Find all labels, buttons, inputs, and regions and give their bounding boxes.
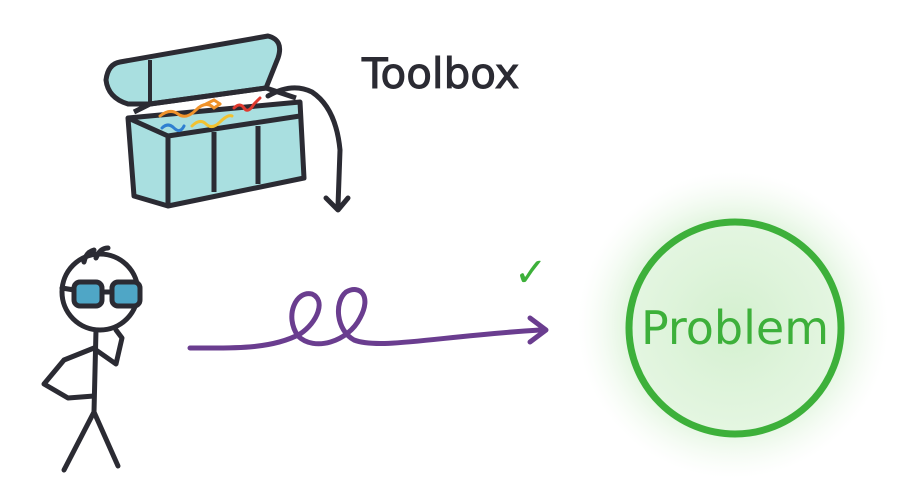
solution-path-arrow (187, 287, 549, 351)
tools-icon (158, 96, 262, 133)
stick-figure-icon (41, 245, 143, 473)
problem-blob (578, 172, 889, 479)
toolbox-lid (103, 33, 283, 107)
check-mark-icon: ✓ (514, 250, 548, 296)
toolbox-label: Toolbox (361, 49, 520, 98)
problem-label: Problem (641, 301, 829, 355)
problem-circle (625, 218, 845, 438)
toolbox-icon (103, 33, 307, 209)
sunglasses-icon (59, 279, 143, 309)
toolbox-arrow (265, 85, 351, 213)
